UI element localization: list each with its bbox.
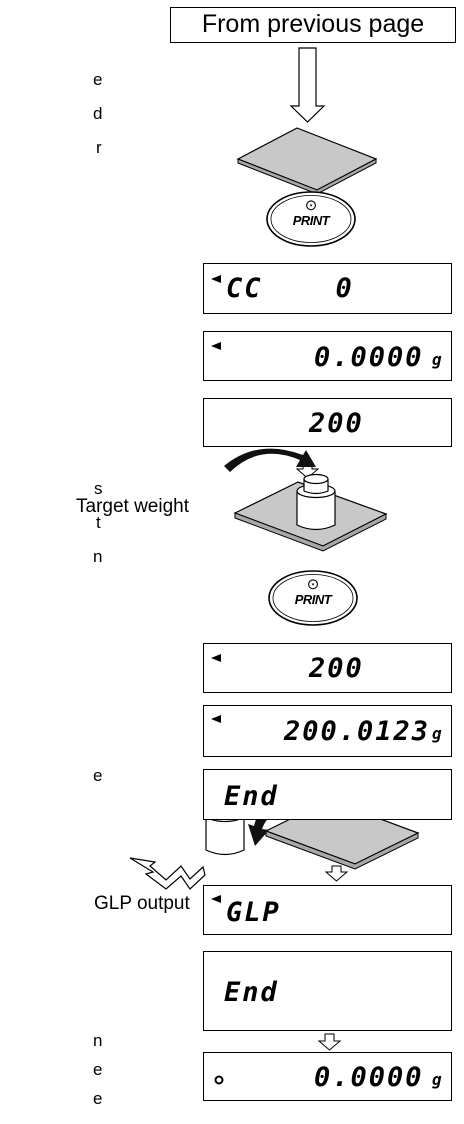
text-fragment: t	[96, 513, 101, 532]
curved-arrow-icon	[224, 448, 316, 472]
output-signal-icon	[129, 857, 206, 890]
print-key-1: ⊙ PRINT	[278, 197, 344, 229]
lcd-display: End	[203, 769, 452, 820]
lcd-display: 200	[203, 398, 452, 447]
text-fragment: e	[93, 1089, 103, 1108]
down-arrow-small-icon	[317, 1033, 342, 1051]
lcd-display: 0.0000 g	[203, 1052, 452, 1101]
target-weight-label: Target weight	[76, 496, 190, 517]
lcd-display: CC 0	[203, 263, 452, 314]
lcd-display: 0.0000 g	[203, 331, 452, 381]
weighing-pan-icon	[236, 127, 378, 195]
text-fragment: n	[93, 547, 103, 566]
display-value: End	[224, 977, 279, 1008]
print-symbol: ⊙	[306, 576, 320, 593]
display-unit: g	[432, 1070, 442, 1089]
stable-indicator-icon	[211, 275, 221, 283]
stable-indicator-icon	[211, 895, 221, 903]
display-value: GLP	[226, 897, 281, 928]
print-key-icon	[266, 191, 356, 247]
display-value: 200	[309, 653, 364, 684]
text-fragment: s	[94, 479, 103, 498]
text-fragment: d	[93, 104, 103, 123]
display-value: CC 0	[226, 273, 354, 304]
stable-indicator-icon	[211, 715, 221, 723]
glp-output-label: GLP output	[94, 893, 190, 914]
display-divider	[203, 1030, 452, 1031]
text-fragment: r	[96, 138, 102, 157]
print-label: PRINT	[294, 592, 332, 607]
lcd-display: GLP	[203, 885, 452, 935]
down-arrow-large-icon	[289, 47, 326, 123]
zero-indicator-icon	[214, 1075, 224, 1085]
print-key-icon	[268, 570, 358, 626]
display-unit: g	[432, 350, 442, 369]
display-value: 200	[309, 408, 364, 439]
down-arrow-small-icon	[324, 865, 349, 882]
print-symbol: ⊙	[304, 197, 318, 214]
text-fragment: e	[93, 70, 103, 89]
lcd-display: End	[203, 951, 452, 1030]
lcd-display: 200	[203, 643, 452, 693]
lcd-display: 200.0123 g	[203, 705, 452, 757]
display-unit: g	[432, 724, 442, 743]
stable-indicator-icon	[211, 342, 221, 350]
display-value: 0.0000	[314, 342, 424, 373]
display-value: End	[224, 781, 279, 812]
from-previous-page-box: From previous page	[170, 7, 456, 43]
text-fragment: e	[93, 1060, 103, 1079]
stable-indicator-icon	[211, 654, 221, 662]
print-key-2: ⊙ PRINT	[280, 576, 346, 608]
text-fragment: e	[93, 766, 103, 785]
display-value: 200.0123	[284, 716, 431, 747]
display-value: 0.0000	[314, 1062, 424, 1093]
text-fragment: n	[93, 1031, 103, 1050]
calibration-weight-icon	[296, 473, 336, 531]
print-label: PRINT	[292, 213, 330, 228]
